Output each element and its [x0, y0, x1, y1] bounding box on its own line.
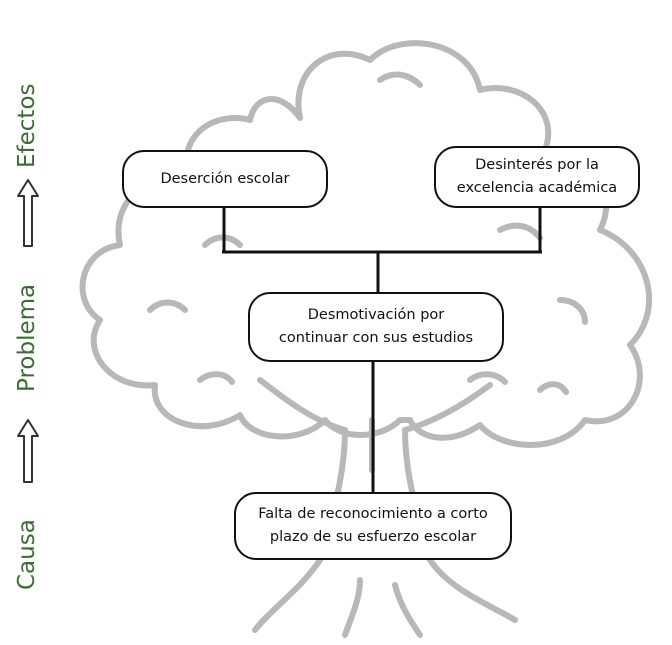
label-problema: Problema — [14, 283, 40, 392]
tree-canopy-stroke — [467, 371, 508, 385]
arrow-up-icon — [17, 419, 39, 483]
cause-node-text-line1: Falta de reconocimiento a corto — [258, 506, 488, 522]
cause-node-falta-reconocimiento: Falta de reconocimiento a corto plazo de… — [234, 492, 512, 560]
problem-node-text-line1: Desmotivación por — [307, 307, 445, 323]
tree-canopy-stroke — [497, 222, 543, 241]
tree-root — [342, 577, 363, 638]
cause-node-text-line2: plazo de su esfuerzo escolar — [269, 529, 477, 545]
tree-root — [392, 582, 423, 638]
effect-node-desinteres: Desinterés por la excelencia académica — [434, 146, 640, 208]
label-efectos: Efectos — [14, 83, 40, 169]
tree-canopy-outline — [79, 40, 653, 448]
arrow-up-icon — [17, 179, 39, 247]
tree-canopy-stroke — [197, 371, 235, 385]
tree-branch — [402, 382, 493, 433]
tree-canopy-stroke — [557, 297, 588, 325]
side-legend: Efectos Problema Causa — [0, 0, 72, 645]
label-causa: Causa — [14, 519, 40, 590]
effect-node-desercion: Deserción escolar — [122, 150, 328, 208]
problem-node-text-line2: continuar con sus estudios — [278, 330, 474, 346]
effect-node-text-line1: Desinterés por la — [475, 157, 599, 173]
tree-branch — [257, 377, 348, 433]
tree-canopy-stroke — [147, 299, 188, 313]
tree-canopy-stroke — [537, 381, 569, 395]
tree-canopy-stroke — [377, 71, 423, 88]
effect-node-text-line2: excelencia académica — [456, 180, 618, 196]
effect-node-text: Deserción escolar — [160, 170, 290, 187]
problem-node-desmotivacion: Desmotivación por continuar con sus estu… — [248, 292, 504, 362]
